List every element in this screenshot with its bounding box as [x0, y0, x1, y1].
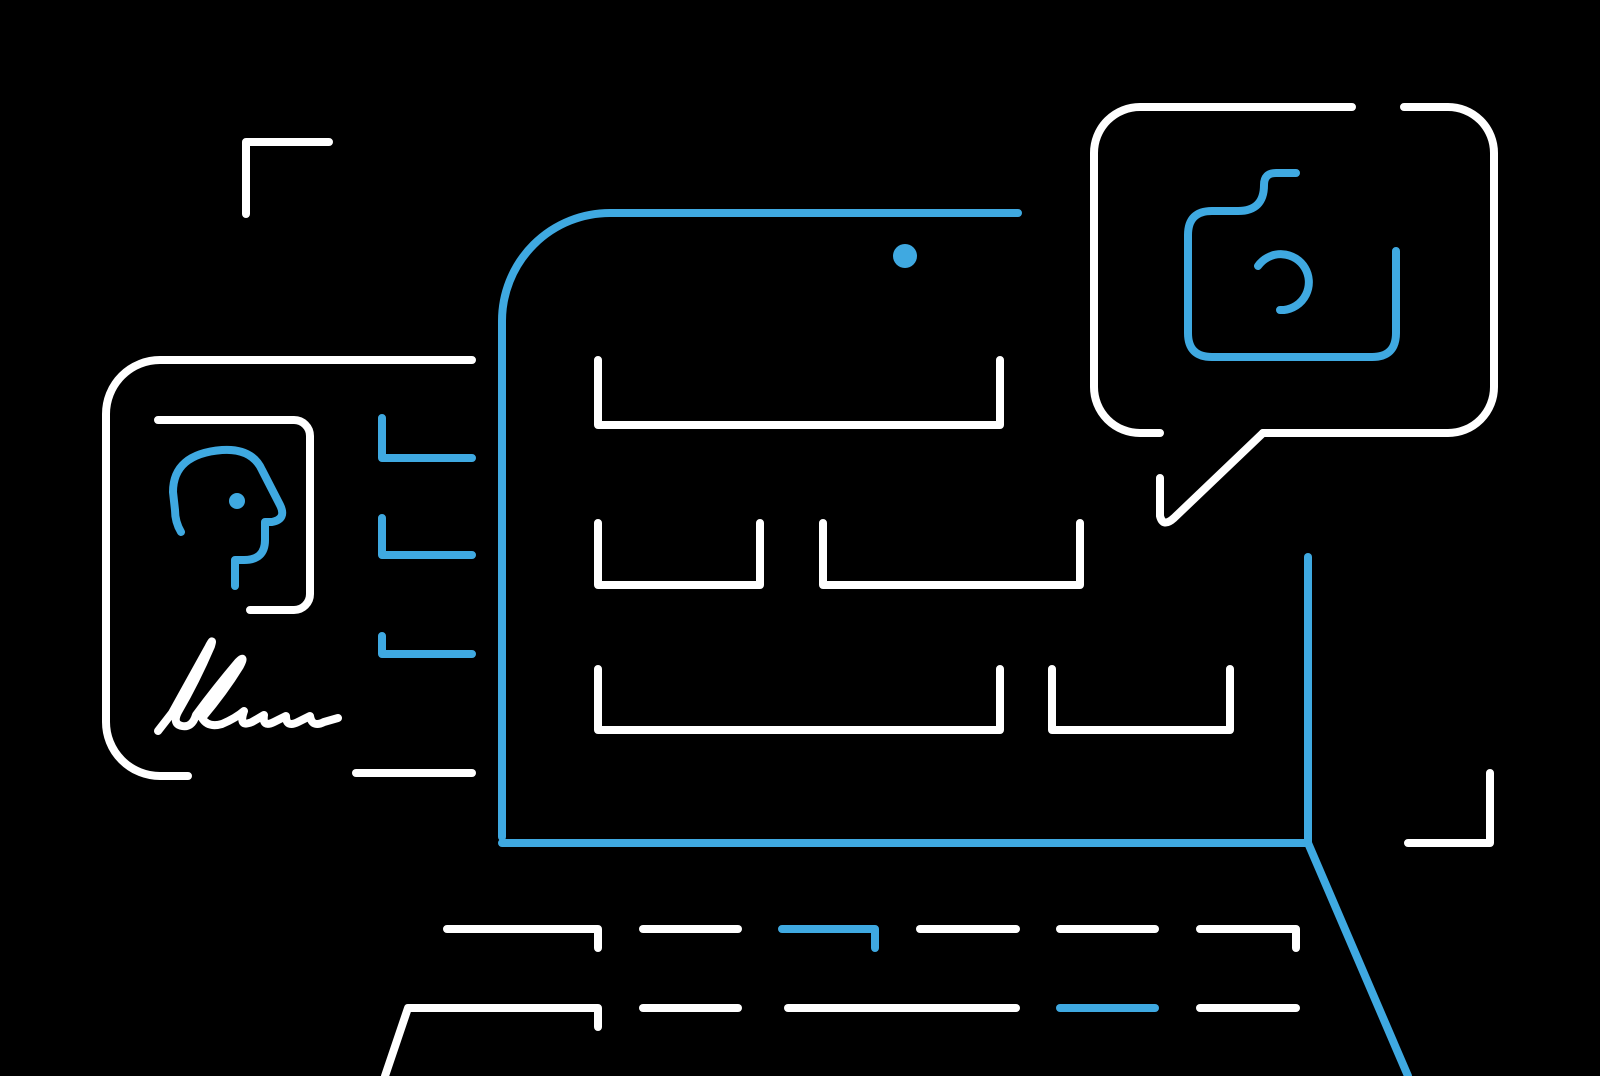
person-eye-dot [229, 493, 245, 509]
form-field-icon [819, 519, 1084, 589]
speech-bubble-icon [1090, 103, 1498, 527]
keyboard-left-edge [381, 1004, 602, 1076]
form-field-icon [594, 665, 1004, 734]
id-photo-frame [154, 416, 314, 614]
camera-icon [1184, 169, 1400, 361]
signature-icon [154, 637, 342, 735]
person-head-icon [169, 445, 287, 590]
corner-bracket-bottom-right-icon [1404, 769, 1494, 847]
keyboard-icon [381, 925, 1300, 1076]
id-card-icon [102, 356, 476, 780]
speech-bubble-outline [1090, 103, 1356, 437]
id-card-line-3 [378, 632, 476, 658]
form-field-icon [594, 356, 1004, 429]
form-field-icon [594, 519, 764, 589]
keyboard-key [443, 925, 602, 952]
camera-lens [1254, 250, 1313, 314]
keyboard-key-highlighted [778, 925, 879, 952]
laptop-screen-outline [498, 209, 1022, 841]
form-fields [594, 356, 1234, 734]
id-card-data-lines [378, 414, 476, 658]
laptop-base-right-slant [1304, 839, 1412, 1076]
keyboard-key [1196, 925, 1300, 952]
corner-bracket-top-left-icon [242, 138, 333, 218]
laptop-icon [498, 209, 1412, 1076]
webcam-dot-icon [893, 244, 917, 268]
speech-bubble-tail [1156, 429, 1267, 527]
id-card-outline [102, 356, 476, 780]
form-field-icon [1048, 665, 1234, 734]
id-card-line-2 [378, 514, 476, 559]
id-card-line-1 [378, 414, 476, 462]
camera-body [1184, 169, 1400, 361]
speech-bubble-outline-right [1259, 103, 1498, 437]
